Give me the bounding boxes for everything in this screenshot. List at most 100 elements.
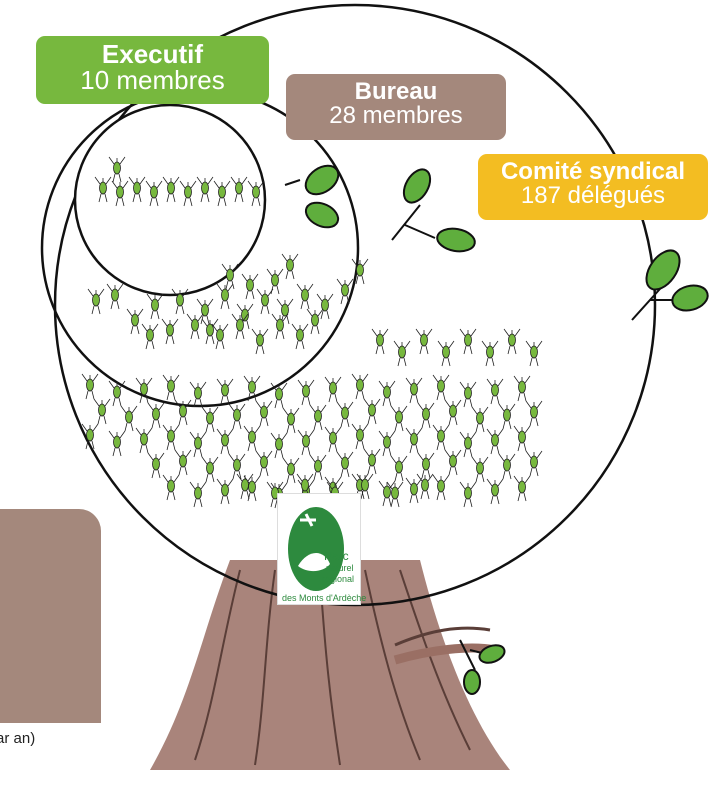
member-figure (243, 375, 261, 402)
member-figure (141, 323, 159, 350)
member-figure (216, 378, 234, 405)
member-figure (525, 400, 543, 427)
executif-count: 10 membres (80, 65, 225, 95)
member-figure (147, 402, 165, 429)
member-figure (221, 263, 239, 290)
member-figure (336, 401, 354, 428)
member-figure (126, 308, 144, 335)
member-figure (196, 176, 214, 203)
member-figure (498, 453, 516, 480)
member-figure (432, 474, 450, 501)
member-figure (336, 278, 354, 305)
bureau-count: 28 membres (329, 102, 463, 129)
member-figure (147, 452, 165, 479)
member-figure (162, 474, 180, 501)
member-figure (145, 180, 163, 207)
member-figure (282, 407, 300, 434)
side-panel (0, 509, 101, 723)
member-figure (386, 481, 404, 508)
member-figure (120, 405, 138, 432)
member-figure (378, 380, 396, 407)
member-figure (306, 308, 324, 335)
logo-line-1: Parc (324, 549, 349, 563)
member-figure (216, 283, 234, 310)
member-figure (486, 478, 504, 505)
member-figure (162, 176, 180, 203)
member-figure (486, 428, 504, 455)
member-figure (316, 293, 334, 320)
member-figure (211, 323, 229, 350)
member-figure (309, 404, 327, 431)
member-figure (201, 406, 219, 433)
comite-label: Comité syndical 187 délégués (478, 154, 708, 220)
member-figure (276, 298, 294, 325)
member-figure (106, 283, 124, 310)
member-figure (186, 313, 204, 340)
member-figure (266, 481, 284, 508)
member-figure (525, 450, 543, 477)
member-figure (503, 328, 521, 355)
member-figure (271, 313, 289, 340)
member-figure (390, 455, 408, 482)
logo-line-4: des Monts d'Ardèche (282, 593, 367, 603)
member-figure (174, 399, 192, 426)
member-figure (94, 176, 112, 203)
member-figure (81, 423, 99, 450)
member-figure (405, 477, 423, 504)
member-figure (432, 424, 450, 451)
member-figure (471, 456, 489, 483)
member-figure (111, 180, 129, 207)
member-figure (93, 398, 111, 425)
member-figure (189, 431, 207, 458)
member-figure (393, 340, 411, 367)
member-figure (255, 450, 273, 477)
member-figure (216, 428, 234, 455)
member-figure (247, 180, 265, 207)
member-figure (146, 293, 164, 320)
member-figure (282, 457, 300, 484)
bureau-label: Bureau 28 membres (286, 74, 506, 140)
member-figure (297, 379, 315, 406)
member-figure (444, 399, 462, 426)
member-figure (243, 425, 261, 452)
member-figure (459, 431, 477, 458)
member-figure (236, 473, 254, 500)
member-figure (281, 253, 299, 280)
member-figure (296, 283, 314, 310)
member-figure (296, 473, 314, 500)
logo-line-3: régional (322, 574, 355, 584)
member-figure (128, 176, 146, 203)
member-figure (486, 378, 504, 405)
member-figure (297, 429, 315, 456)
member-figure (471, 406, 489, 433)
member-figure (228, 453, 246, 480)
member-figure (371, 328, 389, 355)
bureau-title: Bureau (354, 78, 438, 105)
member-figure (189, 381, 207, 408)
member-figure (266, 268, 284, 295)
member-figure (378, 430, 396, 457)
member-figure (513, 375, 531, 402)
executif-circle (73, 103, 267, 297)
member-figure (270, 432, 288, 459)
member-figure (437, 340, 455, 367)
member-figure (459, 381, 477, 408)
member-figure (498, 403, 516, 430)
member-figure (444, 449, 462, 476)
member-figure (171, 288, 189, 315)
member-figure (135, 427, 153, 454)
member-figure (216, 478, 234, 505)
member-figure (324, 376, 342, 403)
member-figure (201, 456, 219, 483)
member-figure (356, 473, 374, 500)
member-figure (241, 273, 259, 300)
member-figure (270, 382, 288, 409)
member-figure (378, 480, 396, 507)
member-figure (351, 423, 369, 450)
member-figure (432, 374, 450, 401)
member-figure (336, 451, 354, 478)
member-figure (417, 452, 435, 479)
member-figure (81, 373, 99, 400)
member-figure (213, 180, 231, 207)
